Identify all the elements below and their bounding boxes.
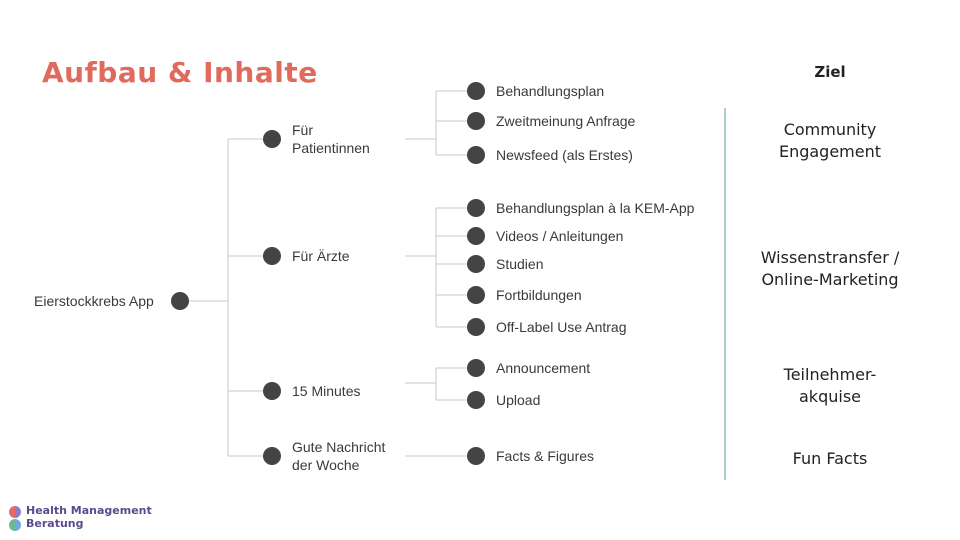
leaf-label: Newsfeed (als Erstes) bbox=[496, 147, 633, 163]
branch-label-patientinnen: Für Patientinnen bbox=[292, 122, 370, 156]
leaf-node bbox=[467, 359, 485, 377]
root-label: Eierstockkrebs App bbox=[34, 293, 154, 309]
leaf-label: Videos / Anleitungen bbox=[496, 228, 624, 244]
goal-fun-facts: Fun Facts bbox=[792, 449, 868, 468]
leaf-label: Zweitmeinung Anfrage bbox=[496, 113, 636, 129]
leaf-node bbox=[467, 391, 485, 409]
leaf-label: Facts & Figures bbox=[496, 448, 595, 464]
leaf-node bbox=[467, 112, 485, 130]
goal-teilnehmerakquise: Teilnehmer- akquise bbox=[783, 365, 877, 406]
goal-wissenstransfer: Wissenstransfer / Online-Marketing bbox=[760, 248, 900, 289]
leaf-node bbox=[467, 82, 485, 100]
leaf-node bbox=[467, 146, 485, 164]
branch-label-gute-nachricht: Gute Nachricht der Woche bbox=[292, 439, 386, 473]
leaf-label: Behandlungsplan bbox=[496, 83, 605, 99]
leaf-node bbox=[467, 447, 485, 465]
branch-label-aerzte: Für Ärzte bbox=[292, 248, 350, 264]
goal-header: Ziel bbox=[814, 63, 846, 81]
branch-label-15-minutes: 15 Minutes bbox=[292, 383, 361, 399]
leaf-node bbox=[467, 286, 485, 304]
leaf-label: Behandlungsplan à la KEM-App bbox=[496, 200, 695, 216]
branch-node-patientinnen bbox=[263, 130, 281, 148]
branch-node-gute-nachricht bbox=[263, 447, 281, 465]
root-node bbox=[171, 292, 189, 310]
goal-community-engagement: Community Engagement bbox=[778, 120, 882, 161]
leaf-label: Fortbildungen bbox=[496, 287, 582, 303]
logo-icon bbox=[9, 506, 21, 531]
branch-node-15-minutes bbox=[263, 382, 281, 400]
logo-text: Health Management Beratung bbox=[26, 504, 152, 530]
leaf-label: Off-Label Use Antrag bbox=[496, 319, 627, 335]
leaf-node bbox=[467, 227, 485, 245]
page-title: Aufbau & Inhalte bbox=[42, 56, 318, 89]
leaf-label: Announcement bbox=[496, 360, 591, 376]
leaf-node bbox=[467, 318, 485, 336]
leaf-node bbox=[467, 199, 485, 217]
leaf-label: Upload bbox=[496, 392, 541, 408]
leaf-label: Studien bbox=[496, 256, 544, 272]
leaf-node bbox=[467, 255, 485, 273]
branch-node-aerzte bbox=[263, 247, 281, 265]
